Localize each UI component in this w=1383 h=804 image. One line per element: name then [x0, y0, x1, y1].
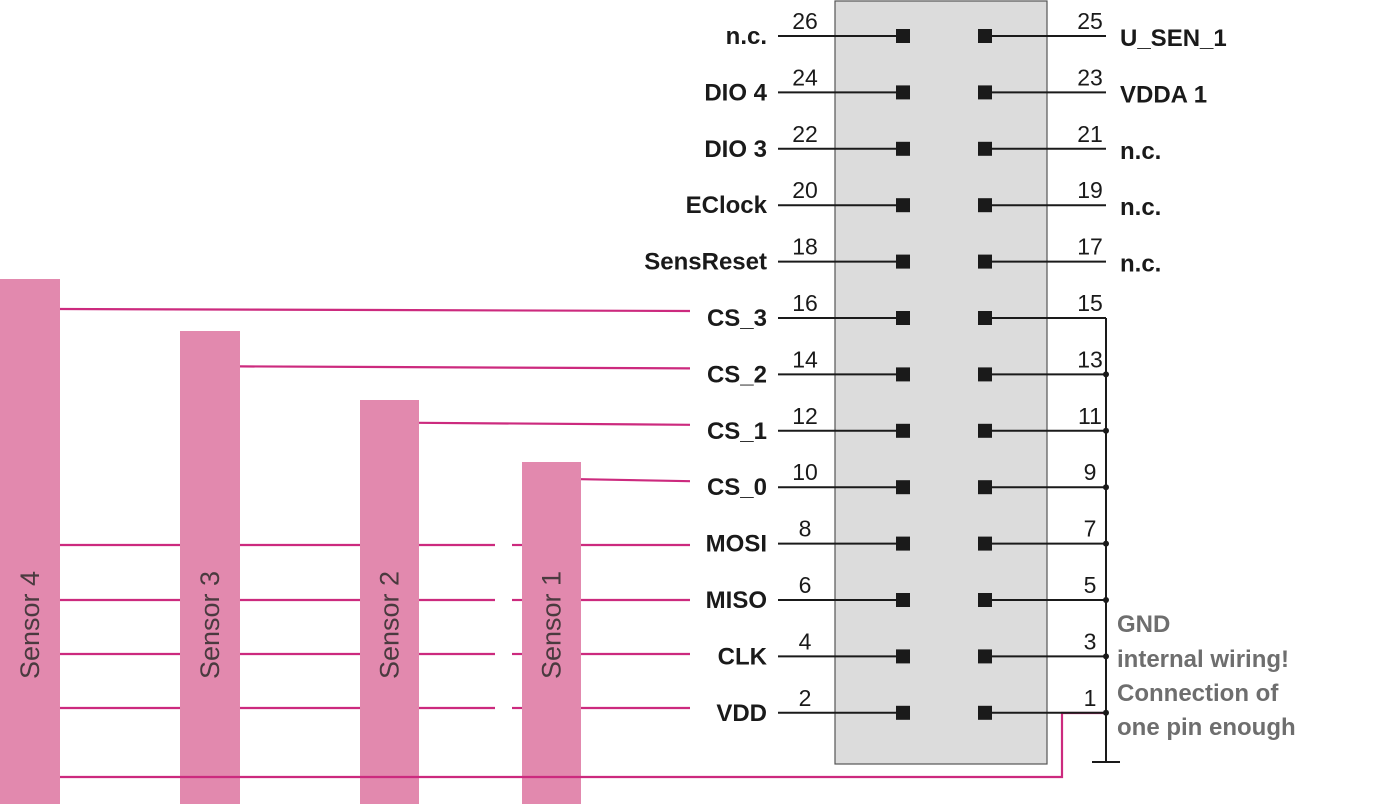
pin-24-number: 24	[792, 64, 818, 90]
pin-16-number: 16	[792, 290, 818, 316]
pin-14-label: CS_2	[707, 361, 767, 388]
pin-12-pad	[896, 423, 910, 438]
pin-16-pad	[896, 311, 910, 325]
pin-21-label: n.c.	[1120, 138, 1161, 165]
pin-18-number: 18	[792, 234, 818, 260]
pin-18-pad	[896, 254, 910, 269]
pin-2-pad	[896, 705, 910, 720]
pin-8-number: 8	[799, 516, 812, 542]
sensor-1-cs-wire	[580, 478, 691, 483]
pin-23-label: VDDA 1	[1120, 81, 1207, 108]
gnd-junction	[1103, 709, 1109, 716]
pin-17-label: n.c.	[1120, 251, 1161, 278]
pin-14-number: 14	[792, 346, 818, 372]
pin-9-number: 9	[1084, 459, 1097, 485]
pin-9-pad	[978, 480, 992, 495]
pin-25-label: U_SEN_1	[1120, 25, 1227, 52]
gnd-junction	[1103, 427, 1109, 434]
pin-6-number: 6	[799, 572, 812, 598]
pin-26-number: 26	[792, 8, 818, 34]
pin-4-label: CLK	[718, 643, 768, 670]
ground-layer: GND internal wiring! Connection of one pin …	[1092, 318, 1296, 763]
pin-15-number: 15	[1077, 290, 1103, 316]
pin-20-pad	[896, 198, 910, 213]
sensor-4-cs-wire	[59, 307, 691, 313]
sensor-2-cs-wire	[418, 421, 691, 426]
pin-26-label: n.c.	[726, 23, 767, 50]
pin-7-pad	[978, 536, 992, 551]
pin-7-number: 7	[1084, 516, 1097, 542]
pin-17-pad	[978, 254, 992, 269]
pin-24-label: DIO 4	[704, 79, 767, 106]
pin-3-pad	[978, 649, 992, 664]
gnd-junction	[1103, 484, 1109, 491]
pin-22-number: 22	[792, 121, 818, 147]
pin-13-pad	[978, 367, 992, 382]
pin-23-number: 23	[1077, 64, 1103, 90]
connector-body	[834, 0, 1048, 765]
pin-8-label: MOSI	[706, 531, 767, 558]
sensor-block-2	[360, 400, 419, 804]
pin-24-pad	[896, 85, 910, 100]
sensor-label-1: Sensor 1	[537, 571, 567, 679]
sensor-3-cs-wire	[239, 365, 691, 370]
pin-4-pad	[896, 649, 910, 664]
pin-15-pad	[978, 311, 992, 325]
sensor-label-4: Sensor 4	[15, 571, 45, 679]
pin-8-pad	[896, 536, 910, 551]
pin-21-pad	[978, 141, 992, 156]
pin-19-number: 19	[1077, 177, 1103, 203]
gnd-junction	[1103, 540, 1109, 547]
gnd-junction	[1103, 371, 1109, 378]
gnd-junction	[1103, 653, 1109, 660]
sensor-block-1	[522, 462, 581, 804]
pin-17-number: 17	[1077, 234, 1103, 260]
pin-4-number: 4	[799, 628, 812, 654]
pin-11-number: 11	[1078, 403, 1102, 429]
pin-6-label: MISO	[706, 587, 767, 614]
pin-18-label: SensReset	[644, 249, 767, 276]
gnd-note-line-4: one pin enough	[1117, 714, 1296, 741]
pin-20-number: 20	[792, 177, 818, 203]
pin-3-number: 3	[1084, 628, 1097, 654]
pin-2-number: 2	[799, 685, 812, 711]
pin-21-number: 21	[1077, 121, 1103, 147]
pin-16-label: CS_3	[707, 305, 767, 332]
pin-10-label: CS_0	[707, 474, 767, 501]
pin-11-pad	[978, 423, 992, 438]
pin-23-pad	[978, 85, 992, 100]
sensor-label-2: Sensor 2	[375, 571, 405, 679]
gnd-note-line-3: Connection of	[1117, 680, 1279, 707]
pin-12-number: 12	[792, 403, 818, 429]
pin-25-pad	[978, 29, 992, 43]
gnd-note-line-1: GND	[1117, 611, 1170, 638]
sensor-block-3	[180, 331, 240, 804]
pin-12-label: CS_1	[707, 418, 767, 445]
sensor-block-4	[0, 279, 60, 804]
pin-13-number: 13	[1077, 346, 1103, 372]
pin-5-number: 5	[1084, 572, 1097, 598]
pin-20-label: EClock	[686, 192, 768, 219]
pin-1-number: 1	[1084, 685, 1097, 711]
pin-1-pad	[978, 705, 992, 720]
pin-22-pad	[896, 141, 910, 156]
sensor-layer: Sensor 4 Sensor 3 Sensor 2 Sensor 1	[0, 279, 1106, 804]
pin-2-label: VDD	[716, 700, 767, 727]
pin-5-pad	[978, 593, 992, 607]
pin-10-number: 10	[792, 459, 818, 485]
pin-14-pad	[896, 367, 910, 382]
gnd-junction	[1103, 597, 1109, 603]
pin-19-pad	[978, 198, 992, 213]
pin-6-pad	[896, 593, 910, 607]
pin-25-number: 25	[1077, 8, 1103, 34]
pin-10-pad	[896, 480, 910, 495]
sensor-label-3: Sensor 3	[195, 571, 225, 679]
pin-26-pad	[896, 29, 910, 43]
gnd-note-line-2: internal wiring!	[1117, 646, 1289, 673]
pin-22-label: DIO 3	[704, 136, 767, 163]
pin-19-label: n.c.	[1120, 194, 1161, 221]
